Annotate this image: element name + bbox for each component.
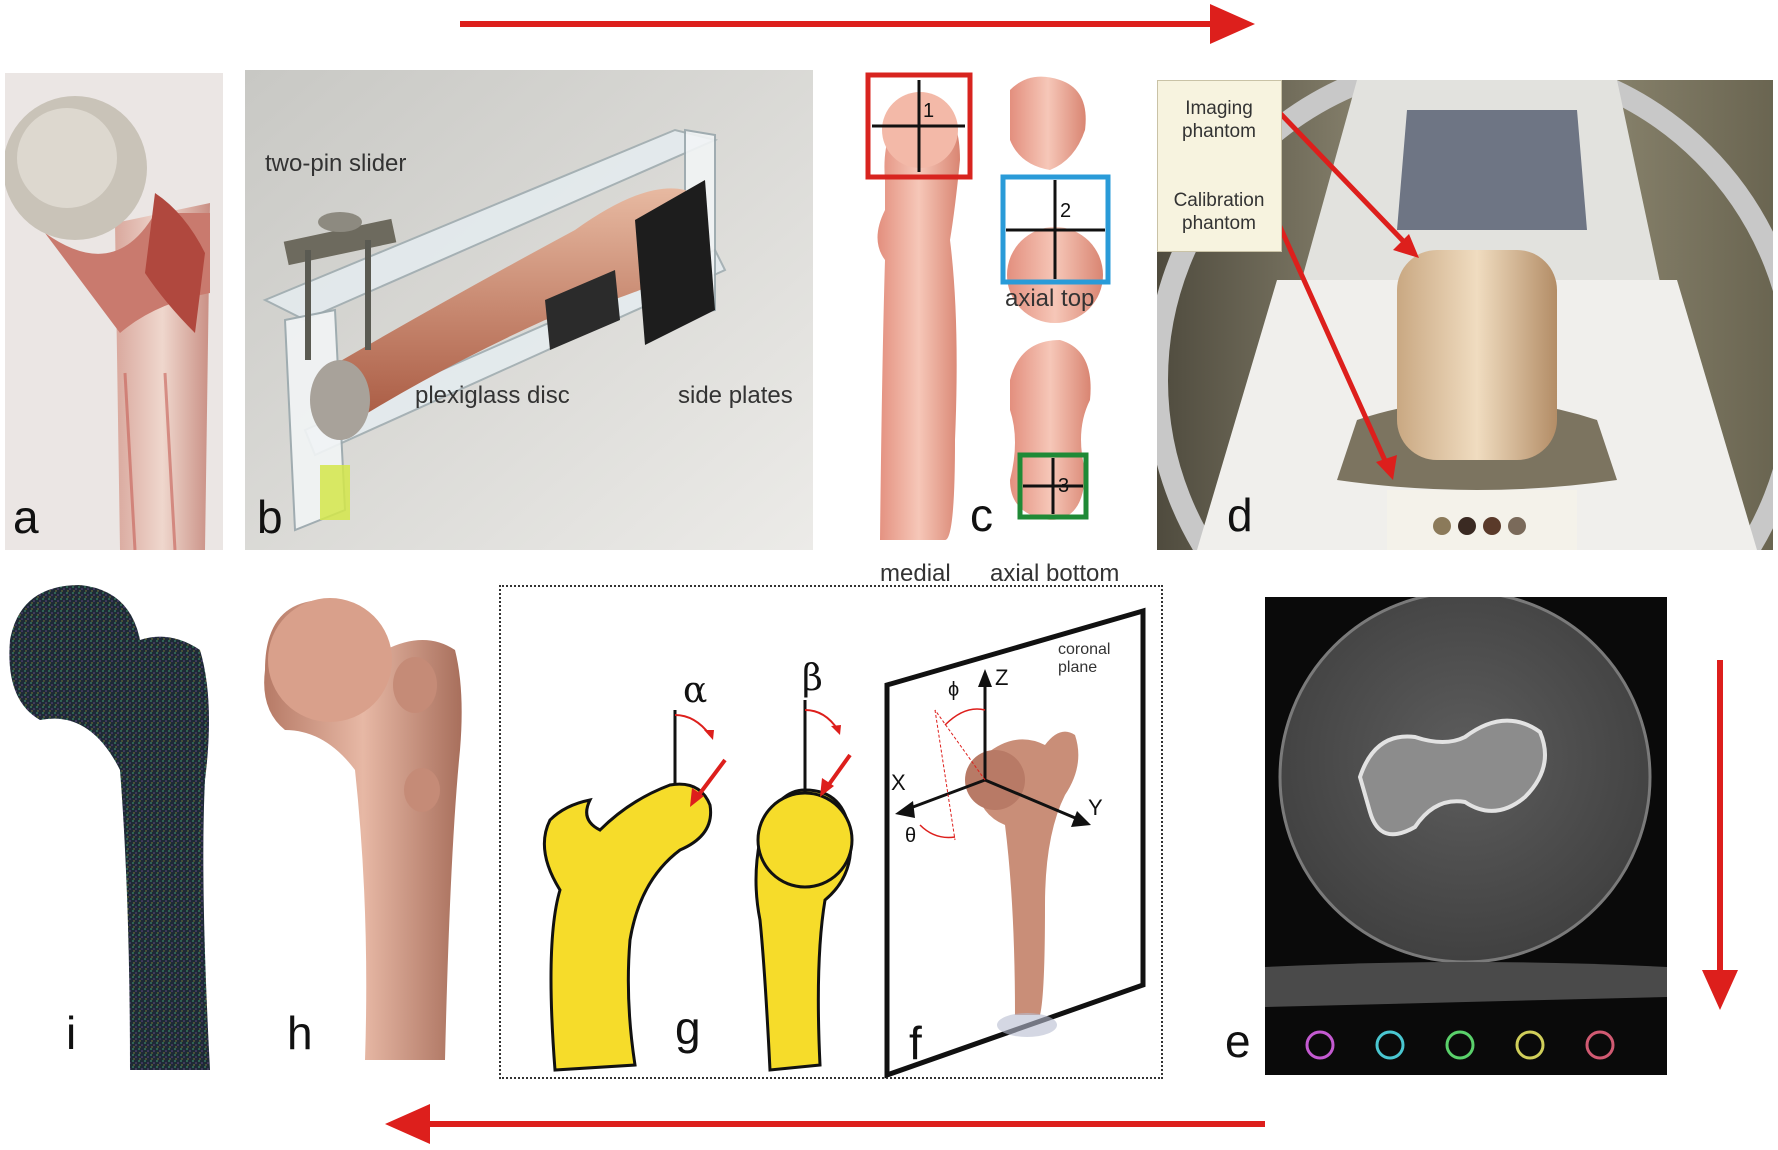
axis-x-label: X bbox=[891, 770, 906, 795]
panel-a-photo: a bbox=[5, 73, 223, 550]
label-side-plates: side plates bbox=[678, 382, 793, 409]
flow-arrow-bottom bbox=[385, 1104, 1265, 1144]
femur-mesh bbox=[9, 585, 210, 1070]
angle-alpha: α bbox=[683, 670, 708, 711]
panel-g-label: g bbox=[675, 1002, 701, 1054]
label-coronal-plane: coronal plane bbox=[1058, 641, 1111, 677]
femur-smooth-model bbox=[264, 598, 462, 1060]
panel-g-sketch: α β g bbox=[520, 640, 860, 1075]
box-1-label: 1 bbox=[923, 100, 935, 122]
femur-specimen-photo bbox=[5, 73, 223, 550]
box-2-label: 2 bbox=[1060, 200, 1072, 222]
coronal-plane-sketch bbox=[884, 607, 1146, 1079]
axis-z-label: Z bbox=[995, 665, 1009, 690]
callout-calibration-phantom: Calibration phantom bbox=[1173, 190, 1265, 234]
panel-i-mesh: i bbox=[0, 580, 235, 1075]
panel-c-views: 1 2 3 axial top c medial axial bottom bbox=[860, 60, 1160, 600]
panel-b-photo: two-pin slider plexiglass disc side plat… bbox=[245, 70, 813, 550]
angle-sketch bbox=[542, 700, 854, 1072]
flow-arrow-right bbox=[1702, 660, 1738, 1010]
label-medial: medial bbox=[880, 560, 951, 587]
callout-box bbox=[1157, 80, 1282, 252]
panel-e-label: e bbox=[1225, 1015, 1251, 1067]
panel-i-label: i bbox=[66, 1007, 77, 1059]
panel-h-model: h bbox=[245, 590, 475, 1075]
axis-y-label: Y bbox=[1088, 795, 1103, 820]
label-two-pin-slider: two-pin slider bbox=[265, 150, 407, 177]
label-plexiglass-disc: plexiglass disc bbox=[415, 382, 570, 409]
box-3-label: 3 bbox=[1058, 475, 1070, 497]
ct-slice-image bbox=[1265, 597, 1667, 1075]
panel-e-ct-slice bbox=[1265, 597, 1667, 1075]
panel-a-label: a bbox=[13, 491, 39, 543]
angle-beta: β bbox=[802, 658, 823, 699]
fixture-photo bbox=[245, 70, 813, 550]
ct-scanner-photo bbox=[1157, 80, 1773, 550]
panel-f-coords: coronal plane Z X Y ϕ θ f bbox=[875, 605, 1155, 1085]
panel-c-label: c bbox=[970, 489, 993, 541]
angle-theta: θ bbox=[905, 825, 917, 847]
dotted-frame bbox=[499, 585, 1163, 1079]
panel-f-label: f bbox=[909, 1017, 922, 1069]
panel-d-label: d bbox=[1227, 489, 1253, 541]
panel-d-photo: Imaging phantom Calibration phantom d bbox=[1157, 80, 1773, 550]
angle-phi: ϕ bbox=[948, 679, 960, 701]
panel-h-label: h bbox=[287, 1007, 313, 1059]
callout-imaging-phantom: Imaging phantom bbox=[1182, 98, 1256, 142]
flow-arrow-top bbox=[460, 4, 1255, 44]
panel-b-label: b bbox=[257, 491, 283, 543]
label-axial-top: axial top bbox=[1005, 285, 1095, 312]
femur-views bbox=[865, 72, 1111, 540]
label-axial-bottom: axial bottom bbox=[990, 560, 1120, 587]
